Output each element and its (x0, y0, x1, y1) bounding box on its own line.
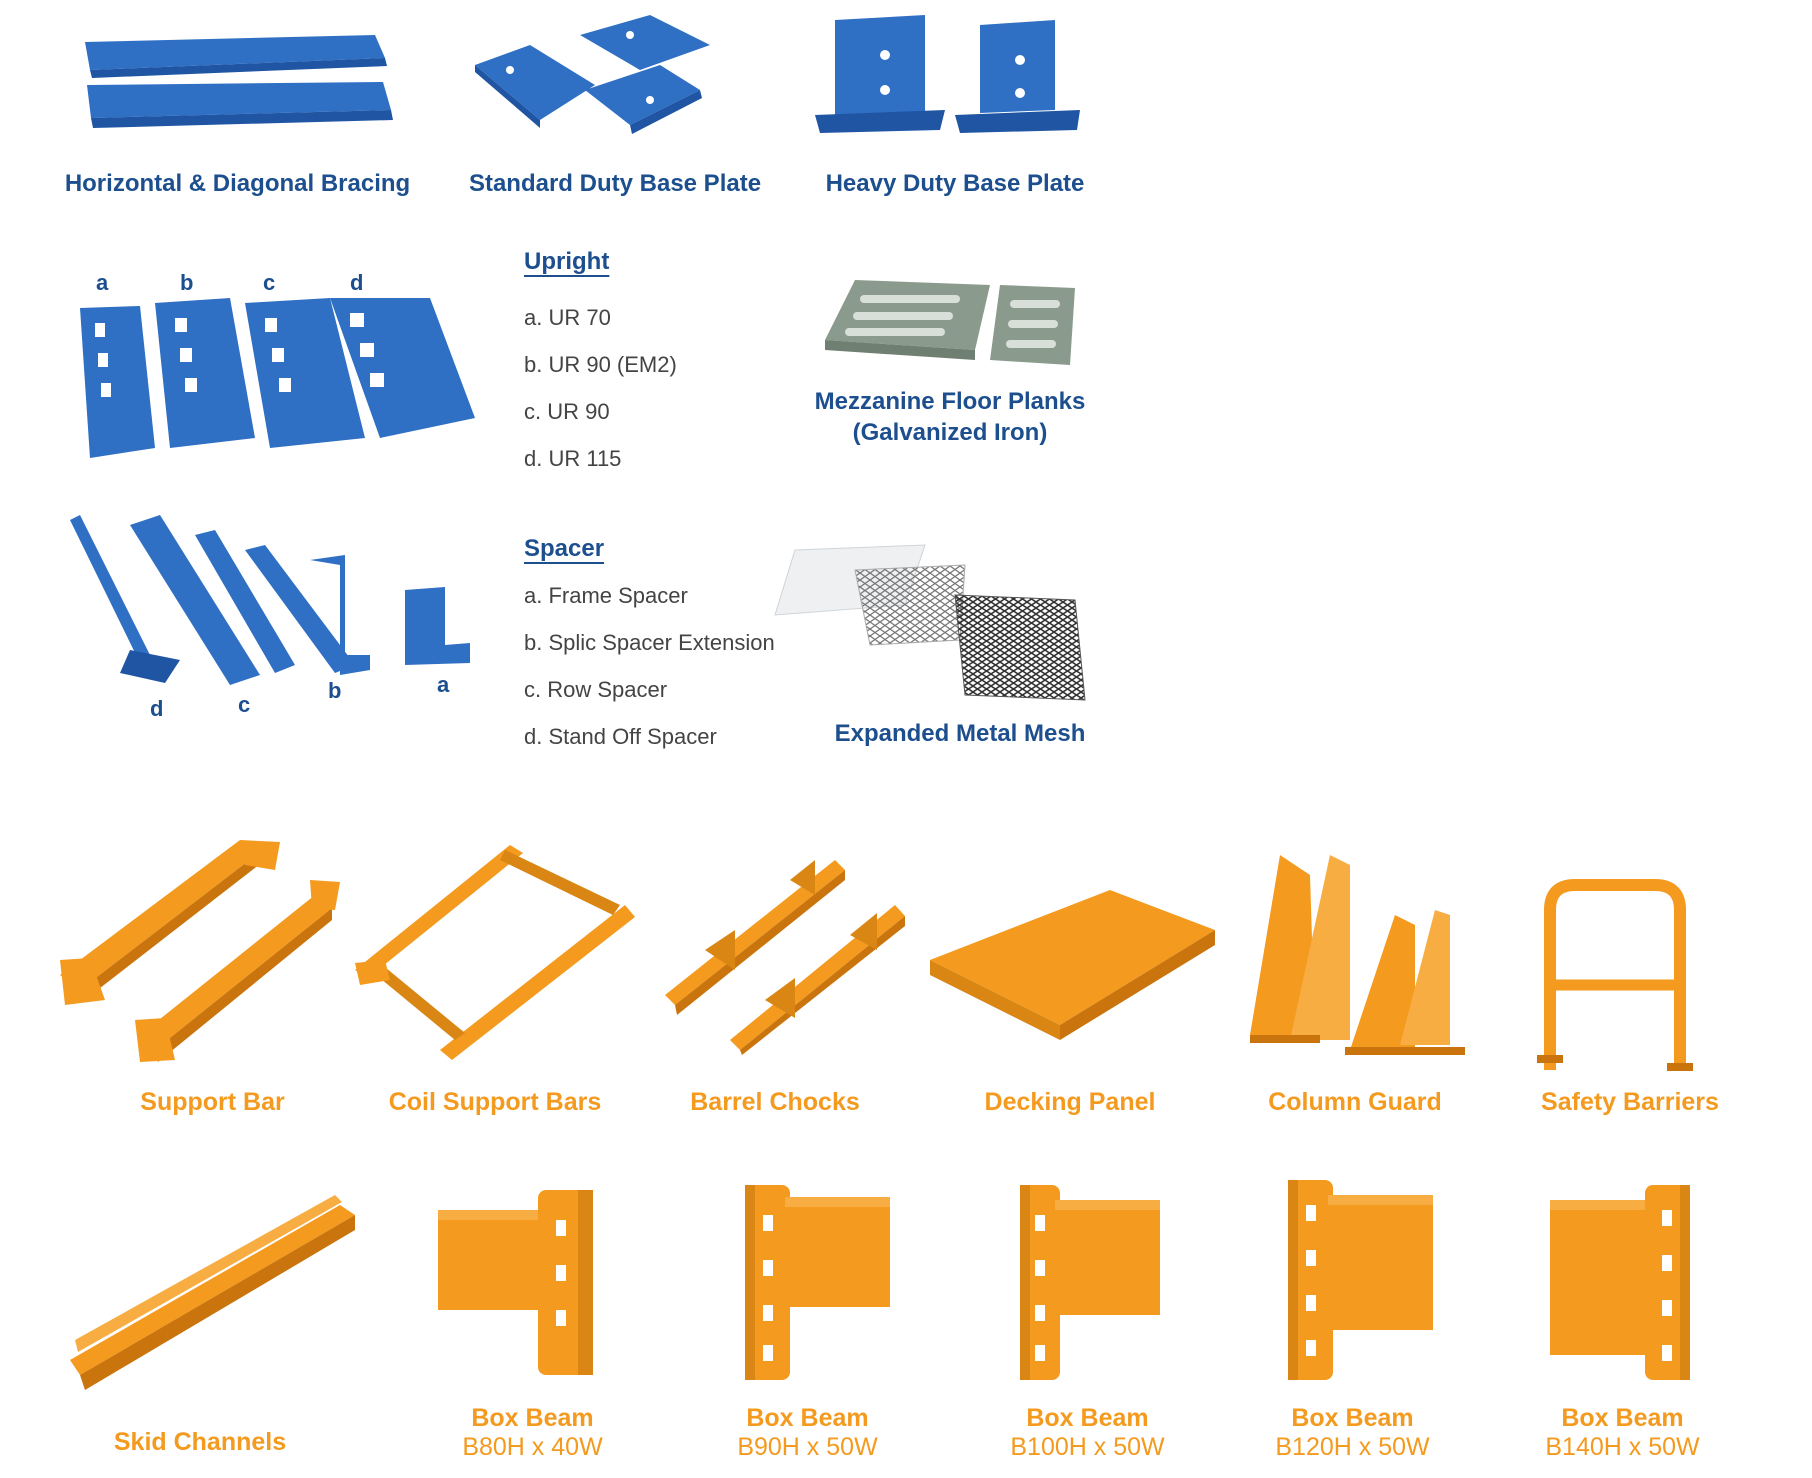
decking-panel-image (930, 890, 1215, 1040)
support-bar-image (60, 840, 340, 1062)
box-beam-b120-image (1288, 1180, 1433, 1380)
box-beam-b100-title: Box Beam (1026, 1404, 1149, 1432)
upright-letter-c: c (263, 270, 276, 295)
box-beam-b80-size: B80H x 40W (462, 1433, 603, 1461)
box-beam-b90-caption: Box Beam B90H x 50W (715, 1404, 900, 1462)
standard-base-plate-image (475, 15, 710, 134)
spacer-title: Spacer (524, 535, 605, 562)
box-beam-b140-image (1550, 1185, 1690, 1380)
skid-channels-caption: Skid Channels (113, 1428, 287, 1456)
expanded-metal-mesh-caption: Expanded Metal Mesh (834, 720, 1086, 747)
coil-support-bars-image (355, 845, 635, 1060)
box-beam-b100-image (1020, 1185, 1160, 1380)
expanded-metal-mesh-image (774, 544, 1086, 701)
bracing-image (85, 35, 393, 128)
spacer-letter-d: d (150, 696, 164, 721)
box-beam-b80-image (438, 1190, 593, 1375)
upright-image (80, 298, 475, 458)
barrel-chocks-image (665, 860, 905, 1055)
heavy-base-plate-caption: Heavy Duty Base Plate (825, 170, 1085, 197)
box-beam-b120-size: B120H x 50W (1275, 1433, 1430, 1461)
box-beam-b100-caption: Box Beam B100H x 50W (995, 1404, 1180, 1462)
column-guard-image (1250, 855, 1465, 1055)
standard-base-plate-caption: Standard Duty Base Plate (468, 170, 762, 197)
coil-support-bars-caption: Coil Support Bars (388, 1088, 602, 1116)
box-beam-b90-image (745, 1185, 890, 1380)
column-guard-caption: Column Guard (1268, 1088, 1442, 1116)
box-beam-b120-caption: Box Beam B120H x 50W (1260, 1404, 1445, 1462)
upright-letter-b: b (180, 270, 194, 295)
upright-item-a: a. UR 70 (524, 305, 611, 330)
upright-title: Upright (524, 248, 610, 275)
upright-letter-a: a (96, 270, 109, 295)
spacer-letter-b: b (328, 678, 342, 703)
box-beam-b140-caption: Box Beam B140H x 50W (1530, 1404, 1715, 1462)
bracing-caption: Horizontal & Diagonal Bracing (64, 170, 411, 197)
skid-channels-image (70, 1195, 355, 1390)
box-beam-b140-title: Box Beam (1561, 1404, 1684, 1432)
mezzanine-caption-line1: Mezzanine Floor Planks (814, 388, 1086, 415)
mezzanine-planks-image (825, 280, 1075, 365)
spacer-letter-c: c (238, 692, 251, 717)
barrel-chocks-caption: Barrel Chocks (690, 1088, 860, 1116)
safety-barriers-caption: Safety Barriers (1541, 1088, 1719, 1116)
box-beam-b90-title: Box Beam (746, 1404, 869, 1432)
safety-barriers-image (1537, 879, 1693, 1071)
box-beam-b120-title: Box Beam (1291, 1404, 1414, 1432)
upright-item-d: d. UR 115 (524, 446, 622, 471)
upright-item-c: c. UR 90 (524, 399, 610, 424)
mezzanine-caption-line2: (Galvanized Iron) (852, 419, 1048, 446)
decking-panel-caption: Decking Panel (984, 1088, 1156, 1116)
box-beam-b100-size: B100H x 50W (1010, 1433, 1165, 1461)
upright-item-b: b. UR 90 (EM2) (524, 352, 677, 377)
spacer-image (70, 515, 470, 685)
spacer-item-d: d. Stand Off Spacer (524, 724, 717, 749)
upright-letter-d: d (350, 270, 364, 295)
spacer-item-b: b. Splic Spacer Extension (524, 630, 775, 655)
box-beam-b90-size: B90H x 50W (737, 1433, 878, 1461)
box-beam-b140-size: B140H x 50W (1545, 1433, 1700, 1461)
support-bar-caption: Support Bar (140, 1088, 285, 1116)
box-beam-b80-title: Box Beam (471, 1404, 594, 1432)
spacer-letter-a: a (437, 672, 450, 697)
heavy-base-plate-image (815, 15, 1080, 133)
box-beam-b80-caption: Box Beam B80H x 40W (440, 1404, 625, 1462)
spacer-item-a: a. Frame Spacer (524, 583, 688, 608)
spacer-item-c: c. Row Spacer (524, 677, 668, 702)
